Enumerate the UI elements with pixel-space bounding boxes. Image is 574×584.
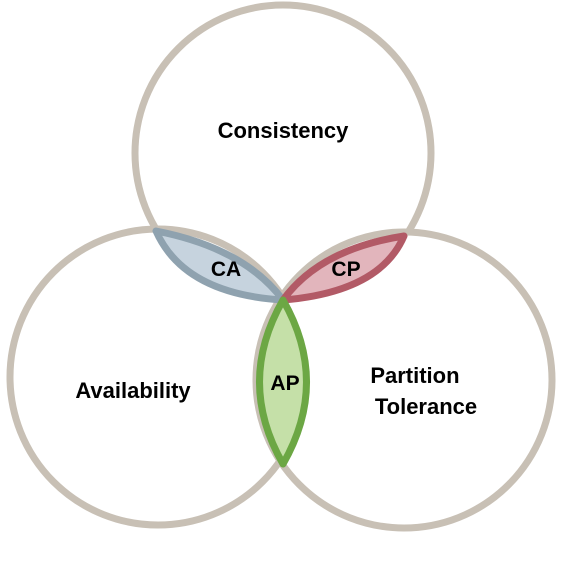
consistency-label: Consistency bbox=[218, 118, 350, 143]
partition-tolerance-label-line-1: Partition bbox=[370, 363, 459, 388]
ca-label: CA bbox=[211, 258, 241, 281]
availability-label: Availability bbox=[75, 378, 191, 403]
cp-label: CP bbox=[331, 258, 360, 281]
ap-intersection-lens bbox=[256, 296, 310, 468]
partition-tolerance-label-line-2: Tolerance bbox=[375, 394, 477, 419]
ap-label: AP bbox=[270, 372, 299, 395]
partition-tolerance-label: Partition Tolerance bbox=[370, 363, 477, 419]
